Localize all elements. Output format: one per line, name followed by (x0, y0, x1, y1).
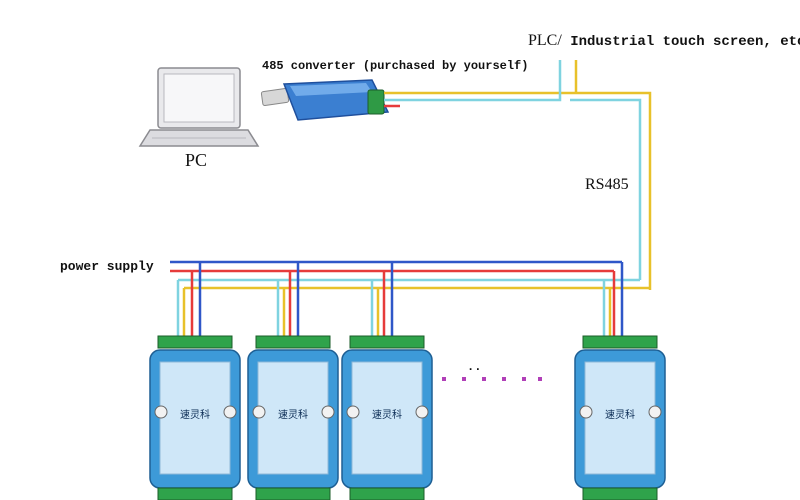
module-brand-text: 速灵科 (180, 408, 210, 421)
converter-wires (384, 60, 652, 290)
laptop-icon (138, 67, 260, 147)
module-drops (176, 262, 624, 340)
module-brand-text: 速灵科 (278, 408, 308, 421)
plc-label: PLC/ Industrial touch screen, etc. (528, 32, 800, 50)
module-brand-text: 速灵科 (605, 408, 635, 421)
module-3: 速灵科 (341, 335, 433, 500)
continuation-dots (442, 377, 542, 381)
ellipsis-small: .. (467, 360, 482, 374)
power-bus (170, 260, 650, 290)
plc-label-main: PLC/ (528, 32, 562, 49)
power-supply-label: power supply (60, 259, 154, 274)
converter-label: 485 converter (purchased by yourself) (262, 59, 529, 73)
usb-converter-icon (260, 79, 390, 121)
pc-label: PC (185, 150, 208, 170)
module-2: 速灵科 (247, 335, 339, 500)
module-4: 速灵科 (574, 335, 666, 500)
module-1: 速灵科 (149, 335, 241, 500)
module-brand-text: 速灵科 (372, 408, 402, 421)
rs485-label: RS485 (585, 176, 629, 193)
plc-label-suffix: Industrial touch screen, etc. (570, 34, 800, 50)
